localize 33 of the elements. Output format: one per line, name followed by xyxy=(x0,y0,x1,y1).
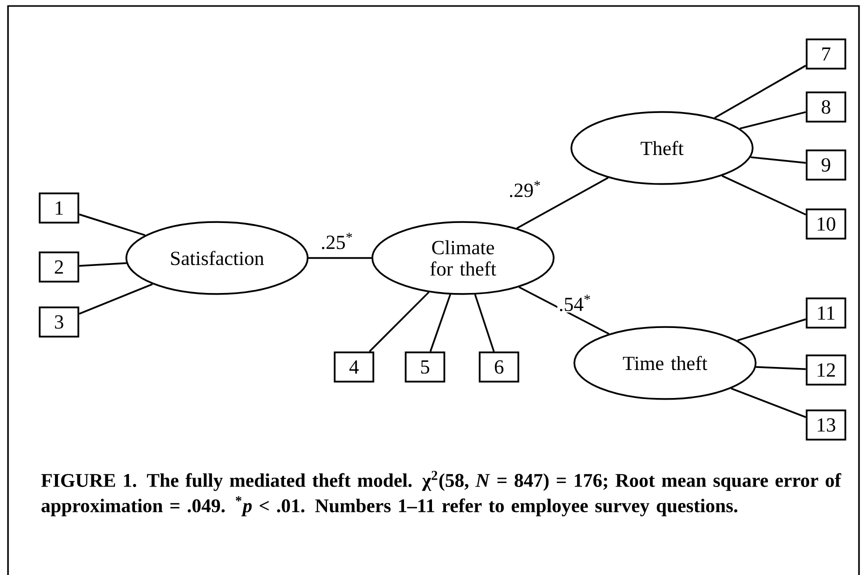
path-line xyxy=(756,366,806,370)
path-line xyxy=(78,214,146,236)
path-line xyxy=(722,175,806,216)
path-line xyxy=(308,257,372,259)
path-line xyxy=(516,177,609,229)
indicator-box: 4 xyxy=(334,351,374,383)
figure-caption: FIGURE 1. The fully mediated theft model. χ$^{2}$(58, N = 847) = 176; Root mean square error of approximation = .049. $^{*}$p < .01. Numbers 1–11 refer to employee survey questions. xyxy=(41,470,842,516)
path-line xyxy=(714,64,806,119)
indicator-box: 8 xyxy=(806,91,846,123)
indicator-box: 10 xyxy=(806,208,846,240)
indicator-box: 1 xyxy=(38,192,80,224)
path-line xyxy=(78,283,153,315)
indicator-box: 5 xyxy=(404,351,446,383)
indicator-box: 9 xyxy=(806,149,846,181)
indicator-box: 7 xyxy=(806,38,846,70)
path-line xyxy=(750,156,806,164)
path-line xyxy=(368,292,430,352)
path-coefficient: .54$^{*}$ xyxy=(557,293,593,313)
path-line xyxy=(79,262,126,267)
indicator-box: 2 xyxy=(38,251,80,283)
path-coefficient: .25$^{*}$ xyxy=(319,231,355,251)
path-line xyxy=(518,286,610,335)
path-line xyxy=(737,318,806,342)
path-coefficient: .29$^{*}$ xyxy=(507,179,543,199)
path-line xyxy=(430,294,452,352)
path-line xyxy=(730,388,806,418)
path-line xyxy=(474,294,495,352)
indicator-box: 13 xyxy=(806,409,846,441)
indicator-box: 6 xyxy=(478,351,520,383)
indicator-box: 11 xyxy=(806,297,846,329)
path-line xyxy=(740,111,806,130)
indicator-box: 12 xyxy=(806,354,846,386)
indicator-box: 3 xyxy=(38,306,80,338)
